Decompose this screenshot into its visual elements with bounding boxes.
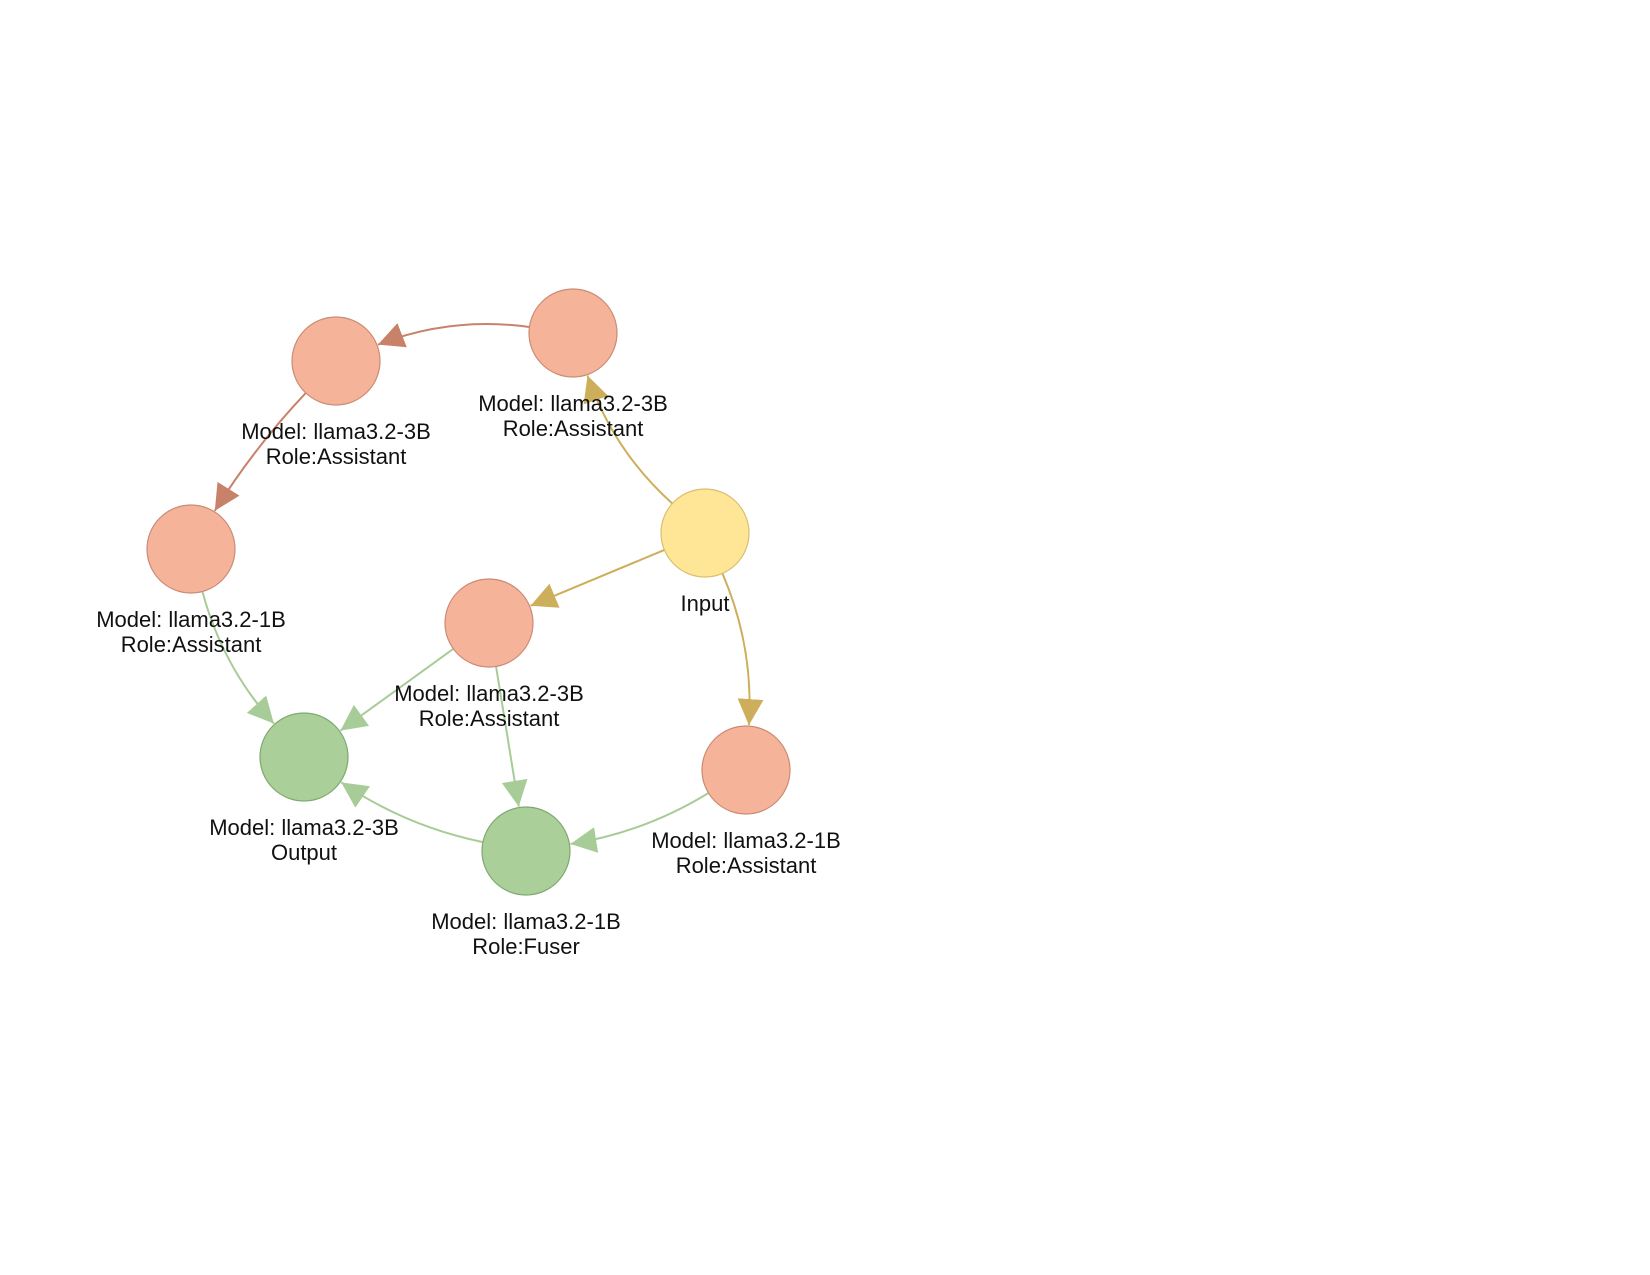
node-a_mid[interactable] <box>444 578 534 668</box>
nodes-layer <box>146 288 791 896</box>
edge-fuser-to-output <box>340 781 484 844</box>
node-label-line-a_left-0: Model: llama3.2-1B <box>96 607 286 632</box>
edges-layer <box>201 323 764 853</box>
node-label-line-a_right-1: Role:Assistant <box>676 853 817 878</box>
node-label-line-fuser-0: Model: llama3.2-1B <box>431 909 621 934</box>
edge-input-to-a_mid <box>530 548 665 608</box>
node-label-line-output-0: Model: llama3.2-3B <box>209 815 399 840</box>
edge-input-to-a_right <box>721 573 764 726</box>
edge-a_right-to-fuser <box>570 792 710 853</box>
node-a_topleft[interactable] <box>291 316 381 406</box>
node-label-line-a_left-1: Role:Assistant <box>121 632 262 657</box>
node-input[interactable] <box>660 488 750 578</box>
node-label-line-a_topleft-1: Role:Assistant <box>266 444 407 469</box>
edge-input-to-a_top <box>583 375 673 505</box>
node-label-line-input-0: Input <box>681 591 730 616</box>
node-label-line-a_top-1: Role:Assistant <box>503 416 644 441</box>
edge-a_top-to-a_topleft <box>377 323 530 348</box>
node-a_left[interactable] <box>146 504 236 594</box>
edge-a_left-to-output <box>201 591 275 725</box>
edge-a_mid-to-output <box>339 648 454 732</box>
edge-a_mid-to-fuser <box>495 666 528 807</box>
node-label-line-a_top-0: Model: llama3.2-3B <box>478 391 668 416</box>
node-label-line-a_mid-0: Model: llama3.2-3B <box>394 681 584 706</box>
node-label-line-output-1: Output <box>271 840 337 865</box>
node-a_right[interactable] <box>701 725 791 815</box>
edge-a_topleft-to-a_left <box>213 392 307 512</box>
node-label-line-a_mid-1: Role:Assistant <box>419 706 560 731</box>
node-fuser[interactable] <box>481 806 571 896</box>
node-label-line-fuser-1: Role:Fuser <box>472 934 580 959</box>
node-label-input: Input <box>681 591 730 616</box>
node-label-line-a_topleft-0: Model: llama3.2-3B <box>241 419 431 444</box>
node-label-line-a_right-0: Model: llama3.2-1B <box>651 828 841 853</box>
node-a_top[interactable] <box>528 288 618 378</box>
node-output[interactable] <box>259 712 349 802</box>
